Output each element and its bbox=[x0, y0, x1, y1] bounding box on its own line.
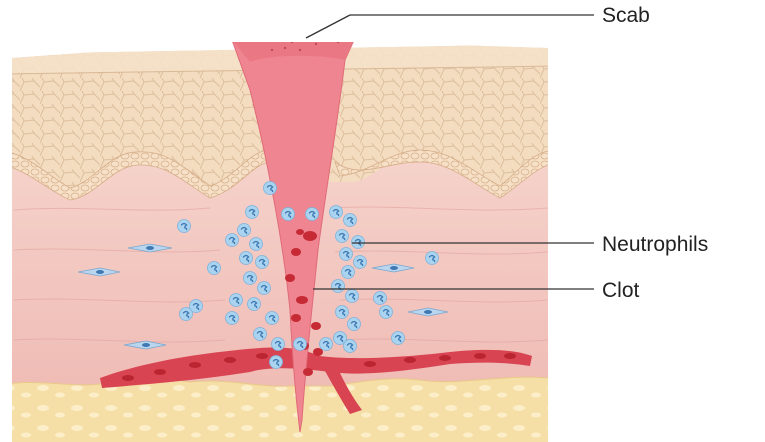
neutrophil-cell-icon bbox=[344, 340, 357, 353]
neutrophil-cell-icon bbox=[226, 312, 239, 325]
neutrophil-cell-icon bbox=[340, 248, 353, 261]
neutrophil-cell-icon bbox=[270, 356, 283, 369]
neutrophil-cell-icon bbox=[426, 252, 439, 265]
neutrophil-cell-icon bbox=[178, 220, 191, 233]
neutrophil-cell-icon bbox=[306, 208, 319, 221]
label-scab: Scab bbox=[602, 4, 650, 27]
neutrophil-cell-icon bbox=[374, 292, 387, 305]
scab-leader-line bbox=[306, 15, 350, 38]
label-neutrophils: Neutrophils bbox=[602, 233, 708, 256]
neutrophil-cell-icon bbox=[336, 306, 349, 319]
neutrophil-cell-icon bbox=[240, 252, 253, 265]
neutrophil-cell-icon bbox=[250, 238, 263, 251]
neutrophil-cell-icon bbox=[180, 308, 193, 321]
neutrophil-cell-icon bbox=[346, 290, 359, 303]
neutrophil-cell-icon bbox=[282, 208, 295, 221]
neutrophil-cell-icon bbox=[320, 338, 333, 351]
neutrophil-cell-icon bbox=[258, 282, 271, 295]
neutrophil-cell-icon bbox=[272, 338, 285, 351]
neutrophil-cell-icon bbox=[332, 280, 345, 293]
neutrophil-cell-icon bbox=[354, 256, 367, 269]
neutrophil-cell-icon bbox=[330, 206, 343, 219]
neutrophil-cell-icon bbox=[256, 256, 269, 269]
neutrophil-cell-icon bbox=[264, 182, 277, 195]
neutrophil-cell-icon bbox=[392, 332, 405, 345]
fat-layer bbox=[0, 377, 560, 442]
neutrophil-cell-icon bbox=[266, 312, 279, 325]
neutrophil-cell-icon bbox=[352, 236, 365, 249]
neutrophil-cell-icon bbox=[244, 272, 257, 285]
neutrophil-cell-icon bbox=[238, 224, 251, 237]
neutrophil-cell-icon bbox=[344, 214, 357, 227]
neutrophil-cell-icon bbox=[248, 298, 261, 311]
neutrophil-cell-icon bbox=[348, 318, 361, 331]
label-clot: Clot bbox=[602, 279, 640, 302]
neutrophil-cell-icon bbox=[342, 266, 355, 279]
neutrophil-cell-icon bbox=[246, 206, 259, 219]
neutrophil-cell-icon bbox=[294, 338, 307, 351]
neutrophil-cell-icon bbox=[380, 306, 393, 319]
neutrophil-cell-icon bbox=[336, 230, 349, 243]
neutrophil-cell-icon bbox=[230, 294, 243, 307]
neutrophil-cell-icon bbox=[254, 328, 267, 341]
neutrophil-cell-icon bbox=[226, 234, 239, 247]
neutrophil-cell-icon bbox=[208, 262, 221, 275]
